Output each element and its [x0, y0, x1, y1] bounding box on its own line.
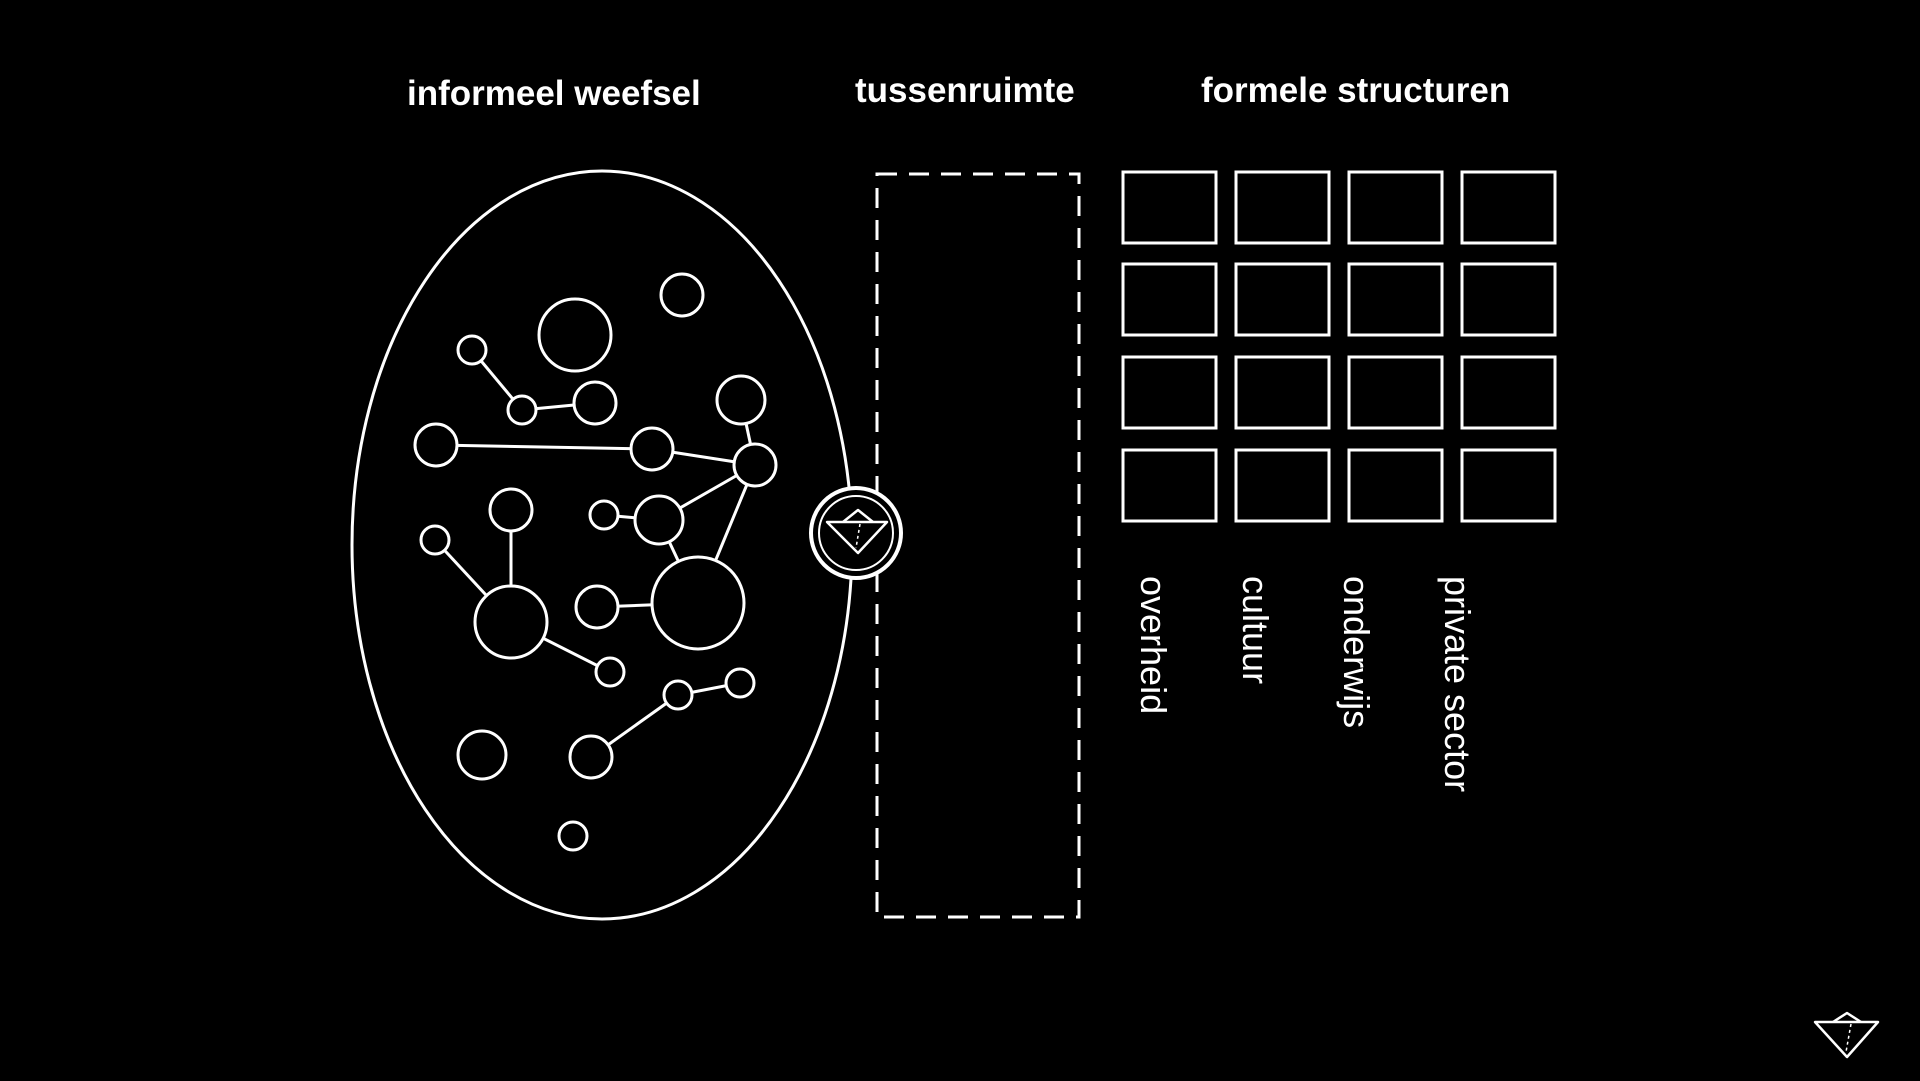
network-node [568, 734, 614, 780]
grid-cell [1121, 170, 1218, 245]
grid-cell [1347, 448, 1444, 523]
grid-cell [1460, 262, 1557, 337]
sector-label-cultuur: cultuur [1235, 576, 1276, 685]
sector-label-private-sector: private sector [1437, 576, 1478, 793]
network-node [633, 494, 685, 546]
network-node [662, 679, 694, 711]
grid-cell [1460, 355, 1557, 430]
network-edge [435, 443, 653, 451]
network-node [715, 374, 767, 426]
grid-cell [1460, 448, 1557, 523]
network-node [659, 272, 705, 318]
sector-label-overheid: overheid [1133, 576, 1174, 715]
network-node [629, 426, 675, 472]
network-node [456, 729, 508, 781]
network-node [557, 820, 589, 852]
network-node [572, 380, 618, 426]
network-nodes [413, 272, 778, 852]
network-node [413, 422, 459, 468]
grid-cell [1234, 262, 1331, 337]
connector-boat-icon [809, 486, 903, 580]
grid-cell [1234, 448, 1331, 523]
grid-cell [1347, 262, 1444, 337]
network-node [506, 394, 538, 426]
network-node [537, 297, 613, 373]
network-node [594, 656, 626, 688]
grid-cell [1121, 262, 1218, 337]
heading-formele-structuren: formele structuren [1201, 71, 1511, 110]
tussenruimte-dashed-box [875, 172, 1081, 919]
network-node [650, 555, 746, 651]
heading-tussenruimte: tussenruimte [855, 71, 1075, 110]
grid-cell [1121, 448, 1218, 523]
network-node [456, 334, 488, 366]
network-node [574, 584, 620, 630]
network-node [488, 487, 534, 533]
formal-structure-grid [1121, 170, 1557, 523]
network-node [473, 584, 549, 660]
network-node [588, 499, 620, 531]
corner-boat-logo-icon [1813, 1011, 1880, 1059]
network-node [732, 442, 778, 488]
network-node [419, 524, 451, 556]
sector-label-onderwijs: onderwijs [1336, 576, 1377, 729]
grid-cell [1234, 170, 1331, 245]
grid-cell [1347, 355, 1444, 430]
grid-cell [1460, 170, 1557, 245]
grid-cell [1347, 170, 1444, 245]
grid-cell [1121, 355, 1218, 430]
heading-informeel-weefsel: informeel weefsel [407, 74, 701, 113]
grid-cell [1234, 355, 1331, 430]
network-node [724, 667, 756, 699]
